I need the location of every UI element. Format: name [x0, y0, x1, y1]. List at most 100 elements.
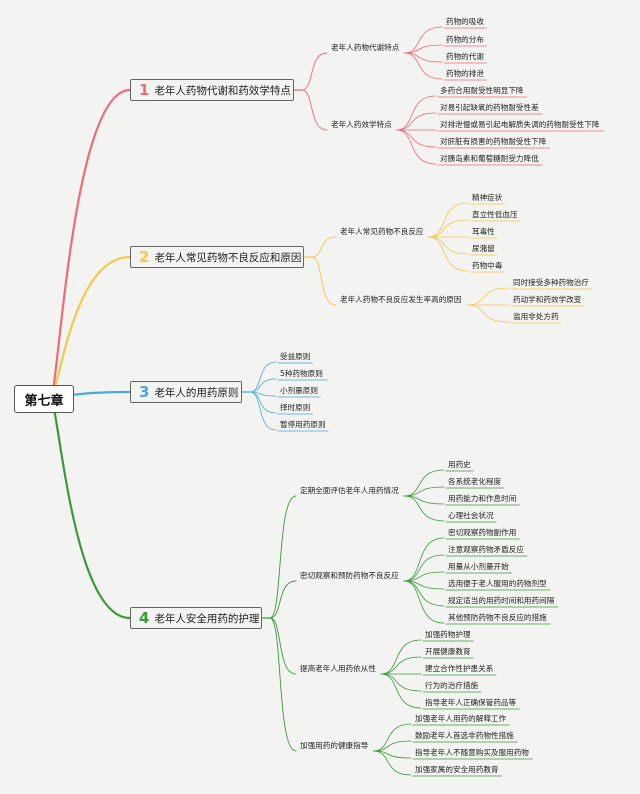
branch-connector — [50, 255, 132, 400]
item-connector — [372, 750, 412, 776]
group-connector — [269, 495, 297, 619]
group-connector — [311, 256, 337, 306]
leaf-item[interactable]: 暂停用药原则 — [280, 420, 326, 429]
leaf-item[interactable]: 精神症状 — [472, 193, 503, 202]
section-number: 3 — [139, 383, 150, 401]
leaf-item[interactable]: 耳毒性 — [472, 227, 495, 236]
leaf-item[interactable]: 受益原则 — [280, 352, 311, 361]
section-number: 4 — [139, 609, 150, 627]
leaf-item[interactable]: 心理社会状况 — [448, 511, 494, 520]
leaf-item[interactable]: 加强老年人用药的解释工作 — [415, 714, 507, 723]
item-connector — [403, 44, 443, 54]
leaf-item[interactable]: 5种药物原则 — [280, 369, 323, 378]
leaf-item[interactable]: 直立性低血压 — [472, 210, 518, 219]
item-connector — [403, 469, 445, 497]
leaf-item[interactable]: 建立合作性护患关系 — [425, 664, 494, 673]
leaf-item[interactable]: 尿潴留 — [472, 244, 495, 253]
item-connector — [428, 236, 469, 272]
item-connector — [403, 580, 445, 607]
group-node[interactable]: 老年人药效学特点 — [331, 120, 392, 129]
item-connector — [396, 95, 437, 131]
group-node[interactable]: 老年人常见药物不良反应 — [340, 227, 424, 236]
item-connector — [396, 112, 437, 131]
leaf-item[interactable]: 指导老年人不随意购买及服用药物 — [415, 748, 529, 757]
leaf-item[interactable]: 加强家属的安全用药教育 — [415, 765, 499, 774]
leaf-item[interactable]: 对易引起缺氧的药物耐受性差 — [440, 103, 539, 112]
item-connector — [380, 673, 422, 709]
section-title: 老年人药物代谢和药效学特点 — [154, 84, 291, 97]
section-number: 1 — [139, 81, 150, 99]
leaf-item[interactable]: 注意观察药物矛盾反应 — [448, 545, 524, 554]
leaf-item[interactable]: 行为的治疗措施 — [425, 681, 479, 690]
leaf-item[interactable]: 其他预防药物不良反应的措施 — [448, 613, 547, 622]
item-connector — [380, 673, 422, 692]
item-connector — [380, 639, 422, 675]
leaf-item[interactable]: 药物的分布 — [446, 35, 484, 44]
group-node[interactable]: 老年人药物代谢特点 — [331, 43, 400, 52]
leaf-item[interactable]: 多药合用耐受性明显下降 — [440, 86, 524, 95]
group-node[interactable]: 加强用药的健康指导 — [300, 741, 369, 750]
section-number: 2 — [139, 248, 150, 266]
leaf-item[interactable]: 用药史 — [448, 460, 471, 469]
group-node[interactable]: 密切观察和预防药物不良反应 — [300, 571, 399, 580]
leaf-item[interactable]: 药物中毒 — [472, 261, 503, 270]
section-node-3[interactable]: 3 老年人的用药原则 — [130, 381, 242, 403]
leaf-item[interactable]: 药动学和药效学改变 — [513, 295, 582, 304]
section-title: 老年人常见药物不良反应和原因 — [154, 251, 302, 264]
leaf-item[interactable]: 小剂量原则 — [280, 386, 318, 395]
group-connector — [311, 236, 337, 258]
section-title: 老年人的用药原则 — [154, 386, 239, 399]
leaf-item[interactable]: 同时接受多种药物治疗 — [513, 278, 589, 287]
leaf-item[interactable]: 药物的吸收 — [446, 17, 484, 26]
item-connector — [249, 391, 277, 414]
item-connector — [249, 361, 277, 393]
group-connector — [269, 580, 297, 619]
item-connector — [396, 129, 437, 165]
group-node[interactable]: 定期全面评估老年人用药情况 — [300, 486, 399, 495]
section-node-4[interactable]: 4 老年人安全用药的护理 — [130, 607, 262, 629]
group-connector — [269, 617, 297, 752]
item-connector — [403, 26, 443, 54]
leaf-item[interactable]: 择时原则 — [280, 403, 311, 412]
item-connector — [466, 304, 510, 323]
group-connector — [301, 89, 328, 131]
item-connector — [372, 723, 412, 752]
leaf-item[interactable]: 选用便于老人服用的药物剂型 — [448, 579, 547, 588]
section-node-1[interactable]: 1 老年人药物代谢和药效学特点 — [130, 79, 294, 101]
leaf-item[interactable]: 指导老年人正确保管药品等 — [425, 698, 517, 707]
item-connector — [396, 129, 437, 148]
leaf-item[interactable]: 加强药物护理 — [425, 630, 471, 639]
item-connector — [403, 580, 445, 624]
group-node[interactable]: 老年人药物不良反应发生率高的原因 — [340, 295, 462, 304]
root-node[interactable]: 第七章 — [14, 385, 74, 413]
leaf-item[interactable]: 开展健康教育 — [425, 647, 471, 656]
item-connector — [428, 236, 469, 255]
leaf-item[interactable]: 药物的代谢 — [446, 52, 484, 61]
item-connector — [372, 740, 412, 752]
item-connector — [403, 571, 445, 582]
item-connector — [466, 287, 510, 306]
item-connector — [403, 495, 445, 522]
section-title: 老年人安全用药的护理 — [154, 612, 260, 625]
item-connector — [403, 486, 445, 497]
leaf-item[interactable]: 鼓励老年人首选非药物性措施 — [415, 731, 514, 740]
leaf-item[interactable]: 对胰岛素和葡萄糖耐受力降低 — [440, 154, 539, 163]
item-connector — [403, 537, 445, 582]
leaf-item[interactable]: 对排泄慢或易引起电解质失调的药物耐受性下降 — [440, 120, 600, 129]
leaf-item[interactable]: 各系统老化程度 — [448, 477, 502, 486]
leaf-item[interactable]: 用药能力和作息时间 — [448, 494, 517, 503]
leaf-item[interactable]: 用量从小剂量开始 — [448, 562, 509, 571]
root-label: 第七章 — [24, 393, 64, 409]
group-node[interactable]: 提高老年人用药依从性 — [300, 664, 376, 673]
leaf-item[interactable]: 规定适当的用药时间和用药间隔 — [448, 596, 555, 605]
item-connector — [403, 52, 443, 80]
leaf-item[interactable]: 对肝脏有损害的药物耐受性下降 — [440, 137, 547, 146]
leaf-item[interactable]: 药物的排泄 — [446, 69, 484, 78]
leaf-item[interactable]: 滥用非处方药 — [513, 312, 559, 321]
section-node-2[interactable]: 2 老年人常见药物不良反应和原因 — [130, 246, 304, 268]
item-connector — [428, 219, 469, 238]
item-connector — [380, 656, 422, 675]
item-connector — [403, 554, 445, 582]
leaf-item[interactable]: 密切观察药物副作用 — [448, 528, 517, 537]
